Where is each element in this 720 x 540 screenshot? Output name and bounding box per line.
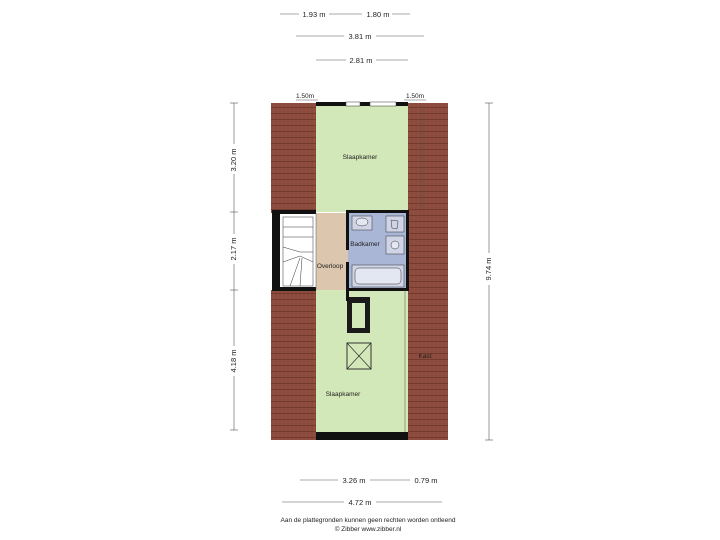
bottom-dim-a-bg [338,474,370,485]
window-dim-left: 1.50m [296,93,314,100]
top-dim-a: 1.93 m [303,10,326,19]
roof-right-lower [408,290,448,440]
top-dim-total-bg [344,30,376,41]
right-dim-bg [483,253,495,285]
stair-step [299,255,314,263]
room-label-bedroom-top: Slaapkamer [343,154,379,161]
stair-step [282,246,301,253]
sink-icon [390,240,400,250]
room-label-bathroom: Badkamer [350,241,380,248]
bottom-dim-total: 4.72 m [349,498,372,507]
bottom-dim-a: 3.26 m [343,476,366,485]
skylight [346,342,372,370]
roof-left-lower [271,290,316,440]
bottom-dim-b: 0.79 m [415,476,438,485]
left-dim-middle-bg [228,234,240,264]
bathroom-fixtures [351,215,405,288]
landing-area [316,213,348,290]
top-dim-inner: 2.81 m [350,56,373,65]
right-dim-total: 9.74 m [484,258,493,281]
wall-bath-left-upper [346,210,349,250]
chimney-inner [352,303,365,328]
roof-right-upper [408,103,448,213]
left-dim-top-bg [228,144,240,174]
top-dim-inner-bg [346,54,376,65]
top-dim-a-bg [299,8,329,19]
room-label-storage: Kast [418,353,431,360]
skylight-frame [346,342,372,370]
wall-bath-bottom [346,288,408,291]
wall-stair-left [272,210,280,291]
left-dim-middle: 2.17 m [229,238,238,261]
partition-marks [315,106,423,432]
room-label-bedroom-bottom: Slaapkamer [326,391,362,398]
left-dim-top: 3.20 m [229,149,238,172]
toilet-bowl-icon [355,217,369,227]
roof-right-middle [408,213,448,290]
shower-tray [385,215,405,233]
wall-top-mid [360,102,370,106]
stair-step [289,257,301,287]
walls [272,102,409,440]
footer-disclaimer: Aan de plattegronden kunnen geen rechten… [281,517,456,524]
bottom-dim-total-bg [344,496,376,507]
left-dim-bottom: 4.18 m [229,350,238,373]
room-label-landing: Overloop [317,263,344,270]
bathtub-basin [354,267,402,285]
stair-step [282,255,301,263]
stair-step [299,257,303,287]
skylight-diagonal [346,342,372,370]
window-dim-right: 1.50m [406,93,424,100]
wall-stair-bottom [276,287,316,291]
roof-left-upper [271,103,316,213]
window-left [345,101,361,107]
wall-bath-top [346,210,408,213]
dormer-windows [345,101,397,107]
bottom-dim-b-bg [410,474,442,485]
bedroom-top-area [316,106,408,212]
top-dim-b: 1.80 m [367,10,390,19]
top-dim-total: 3.81 m [349,32,372,41]
stairs-drawing [282,216,314,287]
stairs-outline [282,216,314,287]
wall-top-left [316,102,346,106]
wall-bottom-partition [346,288,349,301]
footer-credit: © Zibber www.zibber.nl [335,525,402,533]
left-dim-bottom-bg [228,346,240,376]
wall-stair-top [276,210,316,214]
shower-head-icon [390,219,399,230]
wall-bath-right [406,210,409,291]
wall-bath-left-lower [346,262,349,291]
top-dim-b-bg [362,8,392,19]
window-right [369,101,397,107]
wall-bottom [316,432,408,440]
wall-top-right [396,102,408,106]
